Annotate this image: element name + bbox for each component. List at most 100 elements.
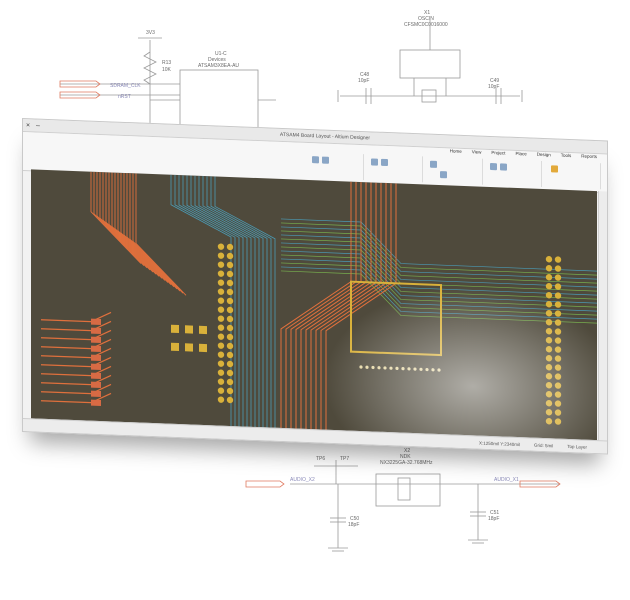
- minimize-icon[interactable]: –: [36, 122, 40, 130]
- highlight-icon[interactable]: [550, 165, 558, 173]
- measure-icon[interactable]: [489, 162, 497, 171]
- tool-group-5[interactable]: [544, 161, 602, 190]
- header-pin: [217, 288, 225, 295]
- cap-c50: C50: [350, 516, 359, 522]
- header-pin: [226, 387, 234, 395]
- resistor-ref: R13: [162, 60, 171, 66]
- header-pin: [554, 400, 562, 407]
- tab-view[interactable]: View: [471, 149, 482, 155]
- header-pin: [554, 319, 562, 326]
- header-pin: [545, 355, 553, 362]
- pcb-layout: [41, 171, 597, 431]
- route-icon[interactable]: [312, 156, 319, 164]
- ic-ref: U1-C: [215, 51, 227, 57]
- header-pin: [554, 382, 562, 389]
- header-pin: [554, 337, 562, 344]
- right-scrollbar[interactable]: [598, 191, 607, 442]
- header-pin: [545, 418, 553, 425]
- via: [425, 367, 429, 372]
- tool-group-4[interactable]: [485, 158, 542, 187]
- header-pin: [217, 306, 225, 313]
- header-pin: [554, 292, 562, 299]
- header-pin: [226, 378, 234, 386]
- header-pin: [554, 418, 562, 425]
- cap-c49: C49: [490, 78, 499, 84]
- tool-group-2[interactable]: [367, 154, 424, 183]
- header-pin: [226, 324, 234, 332]
- component-icon[interactable]: [430, 160, 438, 168]
- inner-trace: [170, 174, 232, 428]
- header-pin: [217, 351, 225, 358]
- via: [371, 365, 375, 370]
- header-pin: [217, 252, 225, 259]
- header-pin: [554, 283, 562, 290]
- header-pin: [226, 252, 234, 260]
- crystal-ref: X1: [424, 10, 430, 16]
- layer-icon[interactable]: [499, 163, 507, 171]
- header-pin: [554, 265, 562, 272]
- tab-tools[interactable]: Tools: [560, 152, 572, 159]
- header-pin: [226, 369, 234, 377]
- bus-trace: [102, 172, 154, 273]
- crystal-line3: CFSMC0C0016000: [404, 22, 448, 28]
- inner-trace: [210, 176, 272, 429]
- tab-project[interactable]: Project: [491, 150, 506, 156]
- test-point-left: TP6: [316, 456, 325, 462]
- pad-icon[interactable]: [371, 158, 379, 166]
- diagonal-trace: [285, 181, 357, 430]
- bus-trace: [117, 172, 169, 283]
- header-pin: [226, 360, 234, 368]
- smd-pad: [91, 399, 101, 407]
- via-icon[interactable]: [322, 156, 329, 164]
- header-pin: [226, 288, 234, 296]
- smd-pad: [91, 345, 101, 353]
- header-pin: [545, 409, 553, 416]
- tool-group-1[interactable]: [308, 151, 365, 181]
- bus-trace: [123, 172, 175, 288]
- tab-reports[interactable]: Reports: [581, 153, 597, 160]
- header-pin: [545, 256, 553, 263]
- header-pin: [217, 324, 225, 331]
- via: [359, 365, 363, 369]
- inner-trace: [214, 176, 276, 429]
- header-pin: [545, 364, 553, 371]
- bus-trace: [90, 171, 142, 264]
- passive-pad: [185, 343, 193, 352]
- cap-c48-value: 10pF: [358, 78, 369, 84]
- test-point-right: TP7: [340, 456, 349, 462]
- drc-icon[interactable]: [440, 171, 448, 179]
- header-pin: [226, 351, 234, 359]
- bottom-crystal-line2: NDK: [400, 454, 411, 460]
- signal-audio-x1: AUDIO_X1: [494, 477, 519, 483]
- header-pin: [226, 333, 234, 341]
- signal-nrst: nRST: [118, 94, 131, 100]
- bus-trace: [105, 172, 157, 275]
- header-pin: [226, 261, 234, 269]
- ic-line3: ATSAM3X8EA-AU: [198, 63, 239, 69]
- status-layer[interactable]: Top Layer: [567, 443, 587, 450]
- passive-pad: [199, 325, 207, 335]
- signal-sdram-clk: SDRAM_CLK: [110, 83, 141, 89]
- via: [413, 367, 417, 371]
- header-pin: [217, 261, 225, 268]
- tab-design[interactable]: Design: [536, 151, 551, 158]
- close-icon[interactable]: ×: [25, 121, 31, 129]
- header-pin: [217, 270, 225, 277]
- polygon-icon[interactable]: [381, 158, 389, 167]
- header-pin: [554, 274, 562, 281]
- smd-pad: [91, 372, 101, 380]
- header-pin: [545, 292, 553, 299]
- tool-group-3[interactable]: [426, 156, 483, 185]
- bus-trace: [99, 171, 151, 271]
- header-pin: [226, 342, 234, 350]
- header-pin: [545, 265, 553, 272]
- header-pin: [545, 400, 553, 407]
- tab-home[interactable]: Home: [449, 148, 462, 154]
- tab-place[interactable]: Place: [515, 150, 527, 157]
- header-pin: [217, 243, 225, 250]
- smd-pad: [91, 318, 101, 326]
- pcb-canvas[interactable]: [31, 169, 597, 442]
- header-pin: [545, 310, 553, 317]
- header-pin: [217, 396, 225, 403]
